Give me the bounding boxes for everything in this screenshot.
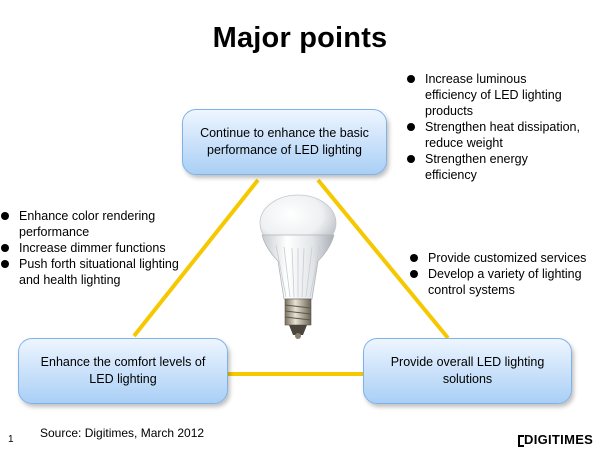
bullet-item: Increase dimmer functions [0,240,196,256]
bullet-item: Provide customized services [409,250,595,266]
box-basic-performance: Continue to enhance the basic performanc… [182,109,387,175]
bullet-list-overall-solutions: Provide customized services Develop a va… [409,250,595,298]
bullet-item: Strengthen heat dissipation, reduce weig… [406,119,581,151]
box-comfort-levels: Enhance the comfort levels of LED lighti… [18,338,228,404]
bullet-item: Increase luminous efficiency of LED ligh… [406,71,581,119]
bullet-item: Strengthen energy efficiency [406,151,581,183]
digitimes-logo: DIGITIMES [524,432,594,447]
page-number: 1 [8,434,14,445]
bullet-item: Develop a variety of lighting control sy… [409,266,595,298]
led-bulb-icon [259,194,337,339]
source-note: Source: Digitimes, March 2012 [40,426,205,440]
bullet-list-basic-performance: Increase luminous efficiency of LED ligh… [406,71,581,183]
bracket-mark-icon [518,435,524,447]
box-overall-solutions-label: Provide overall LED lighting solutions [390,355,545,386]
bullet-list-comfort-levels: Enhance color rendering performance Incr… [0,208,196,288]
connector-left-edge [132,178,260,338]
bullet-item: Enhance color rendering performance [0,208,196,240]
page-title: Major points [212,22,388,54]
box-comfort-levels-label: Enhance the comfort levels of LED lighti… [40,355,206,386]
box-overall-solutions: Provide overall LED lighting solutions [363,338,572,404]
box-basic-performance-label: Continue to enhance the basic performanc… [200,126,369,157]
connector-right-edge [316,178,450,340]
bullet-item: Push forth situational lighting and heal… [0,256,196,288]
